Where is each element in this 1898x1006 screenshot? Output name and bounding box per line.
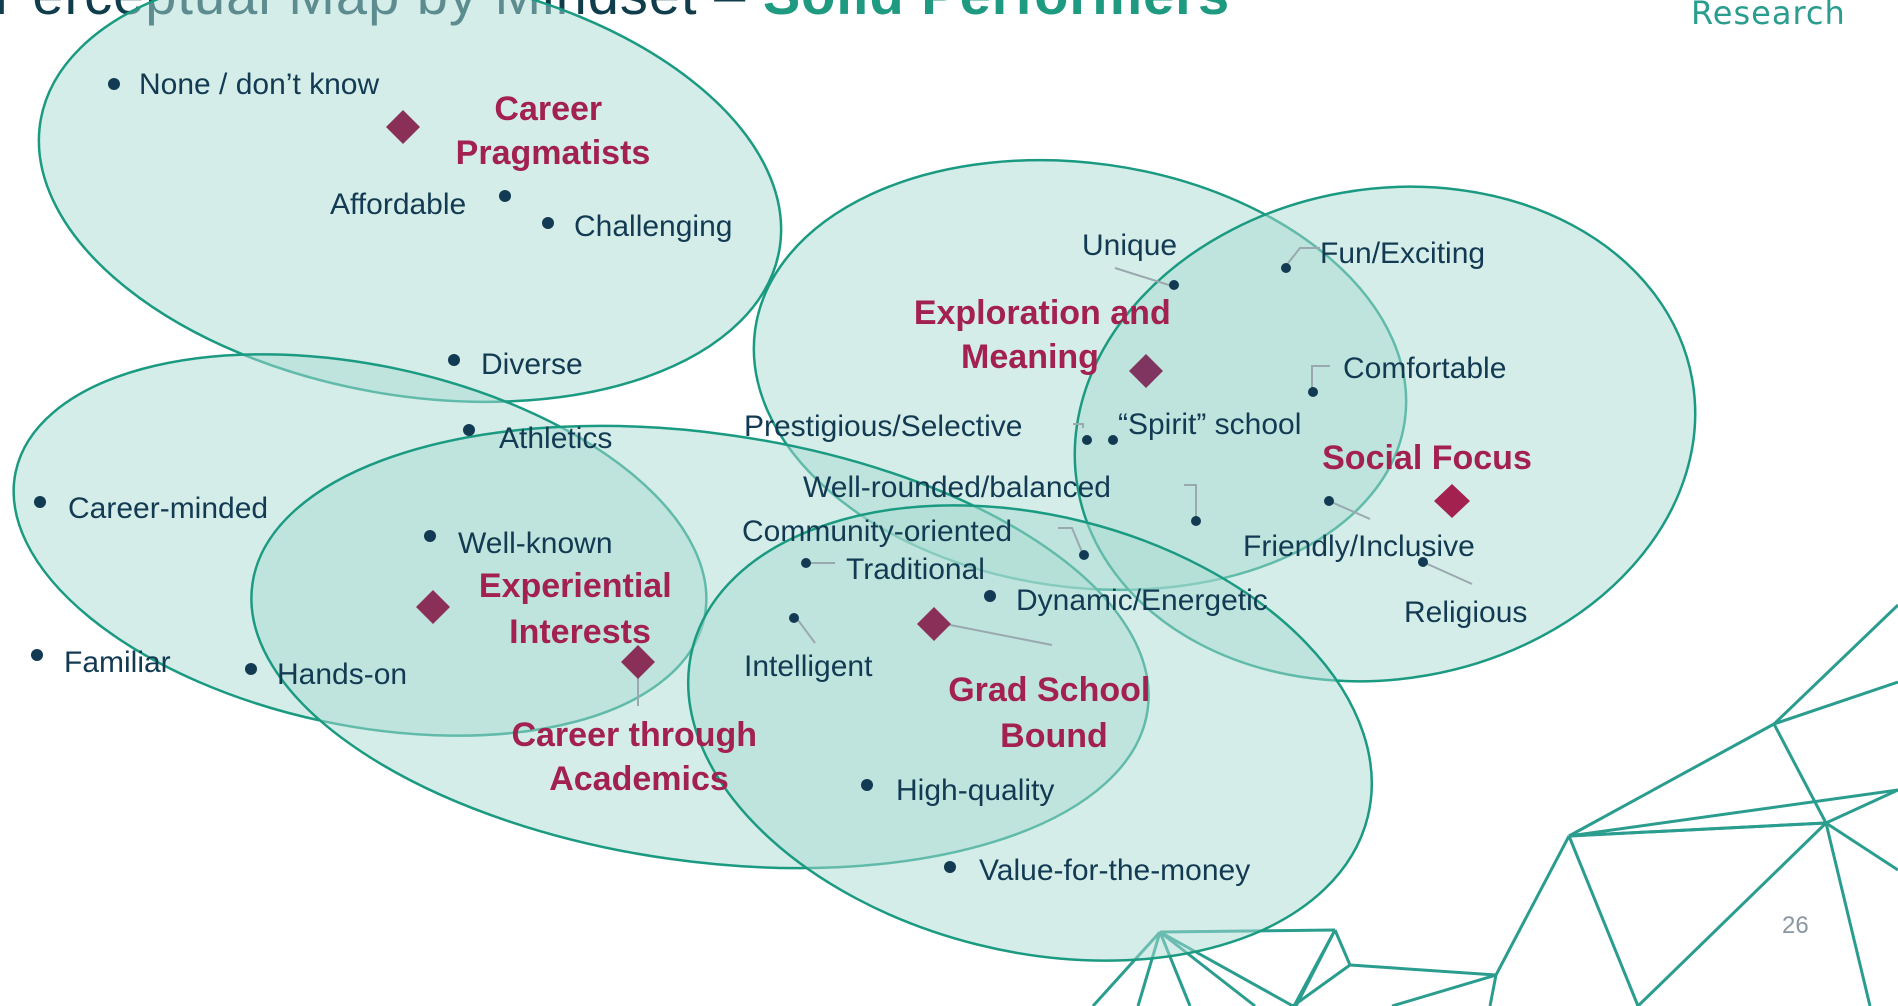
- segment-markers: [386, 110, 1470, 679]
- svg-text:“Spirit” school: “Spirit” school: [1118, 408, 1301, 441]
- attribute-well-known: Well-known: [424, 527, 613, 560]
- svg-text:Career-minded: Career-minded: [68, 492, 268, 525]
- attribute-none-dont-know: None / don’t know: [108, 68, 379, 101]
- attribute-high-quality: High-quality: [861, 774, 1054, 807]
- slide-title-highlight: Solid Performers: [763, 0, 1230, 26]
- segment-label-grad-school-bound: Grad School Bound: [948, 671, 1160, 755]
- attribute-familiar: Familiar: [31, 646, 171, 679]
- svg-text:Diverse: Diverse: [481, 348, 583, 381]
- marker-grad-school-bound: [917, 607, 951, 641]
- attribute-affordable: Affordable: [330, 188, 511, 221]
- svg-text:Dynamic/Energetic: Dynamic/Energetic: [1016, 584, 1268, 617]
- attribute-friendly-inclusive: Friendly/Inclusive: [1243, 496, 1475, 563]
- leader-lines: [637, 247, 1473, 706]
- brand-logo-text: Research: [1691, 0, 1846, 32]
- attribute-diverse: Diverse: [448, 348, 583, 381]
- ellipse-grad-school-bound: [686, 504, 1374, 962]
- svg-text:Religious: Religious: [1404, 596, 1527, 629]
- segment-labels: Career Pragmatists Exploration and Meani…: [456, 90, 1532, 798]
- marker-career-pragmatists: [386, 110, 420, 144]
- attribute-hands-on: Hands-on: [245, 658, 407, 691]
- decorative-network-lines: [1091, 603, 1898, 1006]
- segment-label-experiential-interests: Experiential Interests: [479, 567, 681, 651]
- attribute-dynamic-energetic: Dynamic/Energetic: [984, 584, 1268, 617]
- attribute-fun-exciting: Fun/Exciting: [1281, 237, 1485, 273]
- svg-text:Well-rounded/balanced: Well-rounded/balanced: [803, 471, 1111, 504]
- svg-text:Hands-on: Hands-on: [277, 658, 407, 691]
- svg-text:Fun/Exciting: Fun/Exciting: [1320, 237, 1485, 270]
- attribute-unique: Unique: [1082, 229, 1179, 290]
- svg-text:Challenging: Challenging: [574, 210, 732, 243]
- attribute-spirit-school: “Spirit” school: [1108, 408, 1301, 445]
- attribute-athletics: Athletics: [463, 422, 612, 455]
- svg-text:Affordable: Affordable: [330, 188, 466, 221]
- svg-text:Intelligent: Intelligent: [744, 650, 873, 683]
- marker-experiential-interests: [416, 590, 450, 624]
- attribute-community-oriented: Community-oriented: [742, 515, 1089, 560]
- attribute-value-for-the-money: Value-for-the-money: [944, 854, 1250, 887]
- marker-exploration-and-meaning: [1129, 354, 1163, 388]
- attribute-challenging: Challenging: [542, 210, 732, 243]
- svg-text:Value-for-the-money: Value-for-the-money: [979, 854, 1250, 887]
- attribute-traditional: Traditional: [801, 553, 985, 586]
- attribute-religious: Religious: [1404, 557, 1527, 629]
- svg-text:Unique: Unique: [1082, 229, 1177, 262]
- segment-label-exploration-and-meaning: Exploration and Meaning: [914, 294, 1180, 376]
- svg-text:Comfortable: Comfortable: [1343, 352, 1506, 385]
- marker-career-through-academics: [621, 645, 655, 679]
- svg-text:Familiar: Familiar: [64, 646, 171, 679]
- attributes: None / don’t know Affordable Challenging…: [31, 68, 1527, 887]
- segment-label-career-pragmatists: Career Pragmatists: [456, 90, 651, 172]
- svg-text:Friendly/Inclusive: Friendly/Inclusive: [1243, 530, 1475, 563]
- svg-text:Prestigious/Selective: Prestigious/Selective: [744, 410, 1022, 443]
- svg-text:Community-oriented: Community-oriented: [742, 515, 1012, 548]
- page-number: 26: [1782, 912, 1809, 939]
- svg-text:Traditional: Traditional: [846, 553, 985, 586]
- ellipse-social-focus: [1073, 185, 1697, 683]
- marker-social-focus: [1434, 484, 1470, 518]
- attribute-comfortable: Comfortable: [1308, 352, 1506, 397]
- attribute-intelligent: Intelligent: [744, 613, 873, 683]
- svg-text:Well-known: Well-known: [458, 527, 613, 560]
- segment-label-career-through-academics: Career through Academics: [511, 716, 766, 798]
- svg-text:None / don’t know: None / don’t know: [139, 68, 379, 101]
- attribute-career-minded: Career-minded: [34, 492, 268, 525]
- segment-label-social-focus: Social Focus: [1322, 439, 1532, 477]
- svg-text:High-quality: High-quality: [896, 774, 1054, 807]
- svg-text:Athletics: Athletics: [499, 422, 612, 455]
- attribute-well-rounded-balanced: Well-rounded/balanced: [803, 471, 1201, 526]
- attribute-prestigious-selective: Prestigious/Selective: [744, 410, 1092, 445]
- segment-ellipses: [12, 0, 1697, 962]
